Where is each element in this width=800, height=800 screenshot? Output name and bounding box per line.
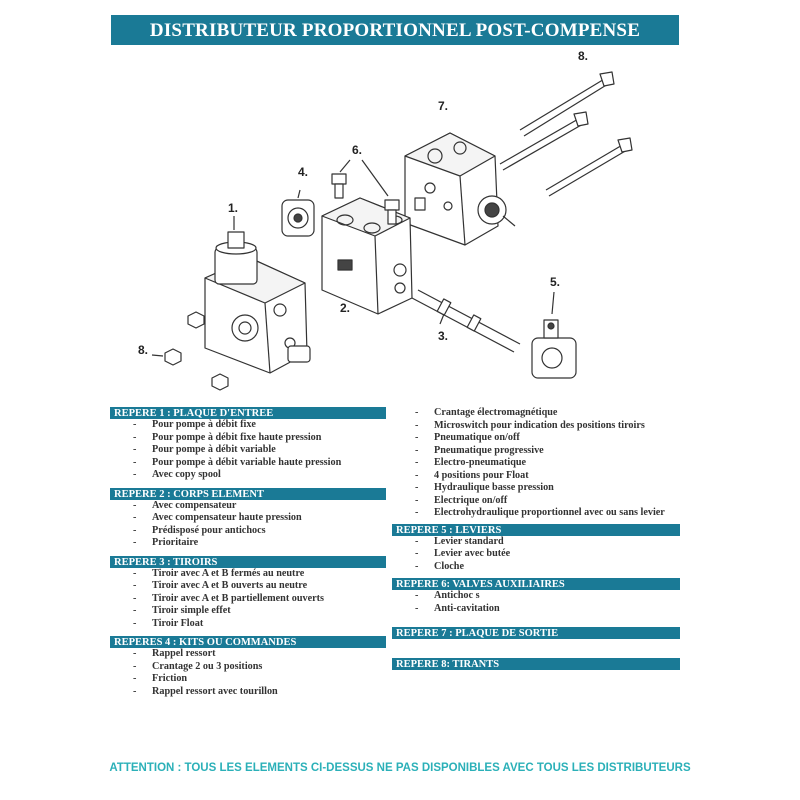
- list-item: Crantage 2 ou 3 positions: [110, 661, 400, 674]
- left-column: REPERE 1 : PLAQUE D'ENTREE Pour pompe à …: [110, 407, 400, 698]
- right-column: Crantage électromagnétique Microswitch p…: [392, 407, 682, 670]
- list-item: Antichoc s: [392, 590, 682, 603]
- list-item: Anti-cavitation: [392, 603, 682, 616]
- list-item: Avec compensateur haute pression: [110, 512, 400, 525]
- callout-8-nuts: 8.: [138, 343, 148, 357]
- list-item: Friction: [110, 673, 400, 686]
- list-item: Tiroir avec A et B ouverts au neutre: [110, 580, 400, 593]
- list-item: Electro-pneumatique: [392, 457, 682, 470]
- list-item: Prioritaire: [110, 537, 400, 550]
- section-repere-3: REPERE 3 : TIROIRS Tiroir avec A et B fe…: [110, 555, 400, 631]
- list-item: Rappel ressort avec tourillon: [110, 686, 400, 699]
- list-item: Levier standard: [392, 536, 682, 549]
- section-heading: REPERE 1 : PLAQUE D'ENTREE: [110, 407, 386, 419]
- list-item: 4 positions pour Float: [392, 470, 682, 483]
- list-item: Crantage électromagnétique: [392, 407, 682, 420]
- exploded-view-diagram: 1. 2. 3. 4. 5. 6. 7. 8. 8.: [138, 49, 633, 391]
- callout-3: 3.: [438, 329, 448, 343]
- list-item: Cloche: [392, 561, 682, 574]
- list-item: Prédisposé pour antichocs: [110, 525, 400, 538]
- callout-1: 1.: [228, 201, 238, 215]
- section-heading: REPERE 8: TIRANTS: [392, 658, 680, 670]
- callout-4: 4.: [298, 165, 308, 179]
- section-repere-4: REPERES 4 : KITS OU COMMANDES Rappel res…: [110, 636, 400, 698]
- tie-rods-illustration: [499, 71, 633, 197]
- section-repere-2: REPERE 2 : CORPS ELEMENT Avec compensate…: [110, 487, 400, 550]
- list-item: Tiroir avec A et B fermés au neutre: [110, 568, 400, 581]
- list-item: Avec copy spool: [110, 469, 400, 482]
- list-item: Pour pompe à débit variable haute pressi…: [110, 457, 400, 470]
- section-heading: REPERE 5 : LEVIERS: [392, 523, 680, 536]
- inlet-plate-illustration: [204, 216, 311, 374]
- section-heading: REPERE 6: VALVES AUXILIAIRES: [392, 578, 680, 590]
- list-item: Electrohydraulique proportionnel avec ou…: [392, 507, 682, 520]
- list-item: Electrique on/off: [392, 495, 682, 508]
- section-heading: REPERES 4 : KITS OU COMMANDES: [110, 636, 386, 648]
- list-item: Tiroir simple effet: [110, 605, 400, 618]
- section-repere-5: REPERE 5 : LEVIERS Levier standard Levie…: [392, 523, 682, 574]
- list-item: Levier avec butée: [392, 548, 682, 561]
- list-item: Microswitch pour indication des position…: [392, 420, 682, 433]
- list-item: Hydraulique basse pression: [392, 482, 682, 495]
- lever-assembly-illustration: [531, 291, 577, 379]
- list-item: Pour pompe à débit fixe haute pression: [110, 432, 400, 445]
- spool-illustration: [411, 289, 521, 353]
- repere-4-continued: Crantage électromagnétique Microswitch p…: [392, 407, 682, 520]
- section-repere-7: REPERE 7 : PLAQUE DE SORTIE: [392, 627, 682, 639]
- callout-7: 7.: [438, 99, 448, 113]
- list-item: Pour pompe à débit variable: [110, 444, 400, 457]
- section-heading: REPERE 2 : CORPS ELEMENT: [110, 487, 386, 500]
- callout-5: 5.: [550, 275, 560, 289]
- auxiliary-valves-illustration: [331, 159, 400, 225]
- tie-rod-nuts-illustration: [151, 311, 229, 391]
- outlet-plate-illustration: [404, 132, 516, 246]
- section-heading: REPERE 7 : PLAQUE DE SORTIE: [392, 627, 680, 639]
- list-item: Pour pompe à débit fixe: [110, 419, 400, 432]
- callout-6: 6.: [352, 143, 362, 157]
- section-repere-6: REPERE 6: VALVES AUXILIAIRES Antichoc s …: [392, 578, 682, 615]
- list-item: Pneumatique progressive: [392, 445, 682, 458]
- element-body-illustration: [321, 197, 413, 315]
- section-heading: REPERE 3 : TIROIRS: [110, 555, 386, 568]
- callout-2: 2.: [340, 301, 350, 315]
- callout-8-rods: 8.: [578, 49, 588, 63]
- control-kit-illustration: [281, 189, 315, 237]
- list-item: Pneumatique on/off: [392, 432, 682, 445]
- list-item: Rappel ressort: [110, 648, 400, 661]
- section-repere-8: REPERE 8: TIRANTS: [392, 658, 682, 670]
- list-item: Tiroir avec A et B partiellement ouverts: [110, 593, 400, 606]
- page-title: DISTRIBUTEUR PROPORTIONNEL POST-COMPENSE: [111, 15, 679, 45]
- section-repere-1: REPERE 1 : PLAQUE D'ENTREE Pour pompe à …: [110, 407, 400, 482]
- list-item: Tiroir Float: [110, 618, 400, 631]
- availability-warning: ATTENTION : TOUS LES ELEMENTS CI-DESSUS …: [109, 762, 691, 774]
- list-item: Avec compensateur: [110, 500, 400, 513]
